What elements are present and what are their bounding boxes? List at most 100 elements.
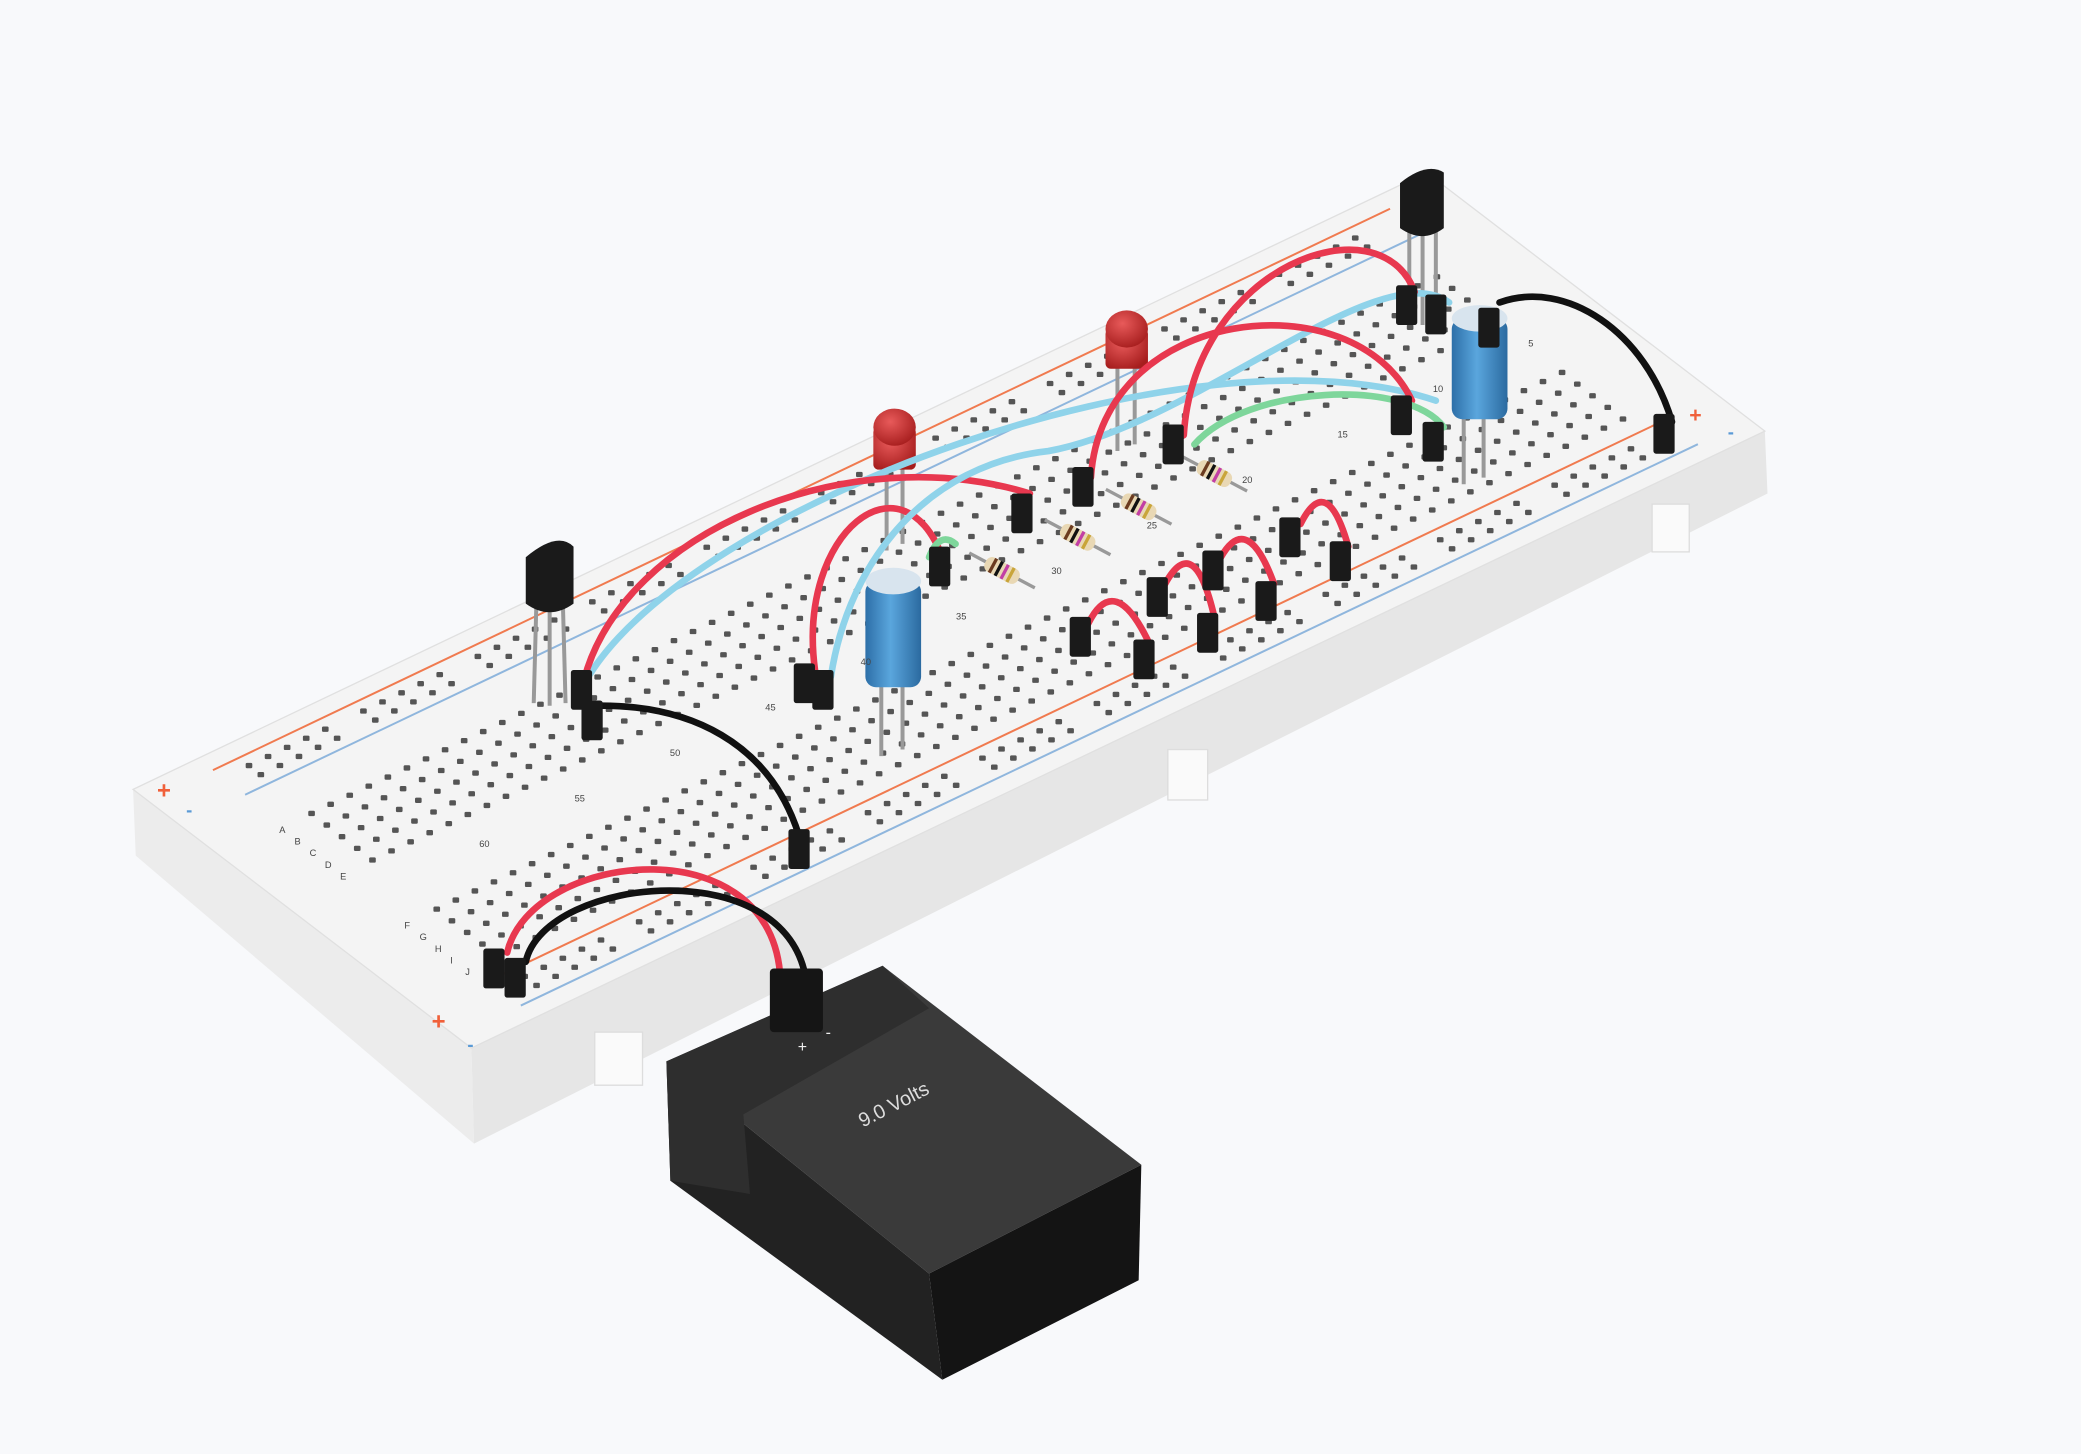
wire-red-mid[interactable] xyxy=(1087,321,1416,481)
hole xyxy=(314,744,322,750)
hole xyxy=(986,642,994,649)
hole xyxy=(1620,464,1628,470)
hole xyxy=(1028,698,1036,704)
hole xyxy=(1356,522,1364,529)
battery-wire-red[interactable] xyxy=(503,866,784,992)
column-number: 30 xyxy=(1051,566,1061,576)
jumper-red-3[interactable] xyxy=(1217,535,1278,588)
wire-green-right[interactable] xyxy=(1191,391,1448,448)
hole xyxy=(742,834,749,841)
hole xyxy=(704,900,712,907)
hole xyxy=(365,783,373,789)
rail-plus-label: + xyxy=(157,778,171,805)
hole xyxy=(1276,580,1283,586)
resistor xyxy=(1180,454,1248,493)
hole xyxy=(498,932,505,938)
hole xyxy=(433,906,441,912)
column-number: 50 xyxy=(670,748,680,758)
battery-side-face xyxy=(929,1164,1142,1380)
hole xyxy=(467,909,475,915)
transistor-left[interactable] xyxy=(525,540,574,706)
wire-plug xyxy=(483,948,505,989)
hole xyxy=(971,513,979,519)
hole xyxy=(1001,417,1009,423)
led-right[interactable] xyxy=(1105,310,1148,452)
hole xyxy=(1085,671,1093,677)
resistor-band xyxy=(1005,567,1016,583)
row-label: H xyxy=(435,944,442,954)
hole xyxy=(1284,609,1291,616)
hole xyxy=(1017,737,1024,743)
jumper-red-1[interactable] xyxy=(1084,598,1153,647)
wire-cyan-left[interactable] xyxy=(827,289,1453,680)
hole xyxy=(746,814,753,820)
wire-red-left[interactable] xyxy=(809,505,946,674)
hole xyxy=(1589,393,1596,399)
battery-connector[interactable] xyxy=(769,968,823,1033)
wire-black-right[interactable] xyxy=(1496,293,1676,426)
jumper-red-4[interactable] xyxy=(1297,499,1352,550)
hole xyxy=(1161,326,1168,332)
hole xyxy=(837,789,845,795)
hole xyxy=(1108,641,1116,647)
hole xyxy=(1017,665,1024,672)
capacitor-left[interactable] xyxy=(865,567,922,757)
hole xyxy=(1402,345,1410,351)
hole xyxy=(1258,637,1265,643)
hole xyxy=(589,907,597,913)
hole xyxy=(1570,402,1577,408)
hole xyxy=(658,580,665,587)
wire-black-left[interactable] xyxy=(588,702,803,840)
battery-wire-black[interactable] xyxy=(522,887,811,992)
hole xyxy=(647,928,655,934)
hole xyxy=(987,524,994,531)
hole xyxy=(727,823,734,829)
hole xyxy=(1372,582,1380,588)
hole xyxy=(276,762,284,769)
hole xyxy=(456,758,464,765)
hole xyxy=(841,768,849,774)
hole xyxy=(1269,409,1277,415)
hole xyxy=(605,824,612,830)
hole xyxy=(574,895,582,902)
hole xyxy=(479,728,487,735)
hole xyxy=(559,955,567,961)
hole xyxy=(1372,322,1380,328)
hole xyxy=(471,888,479,894)
hole xyxy=(1189,466,1196,472)
hole xyxy=(826,639,834,645)
hole xyxy=(677,571,684,578)
hole xyxy=(1520,387,1528,394)
hole xyxy=(952,734,959,741)
jumper-red-2[interactable] xyxy=(1161,560,1218,621)
row-label: E xyxy=(340,871,346,881)
power-rail-lines xyxy=(212,207,1699,1007)
hole xyxy=(990,716,997,722)
hole xyxy=(1104,661,1112,668)
hole xyxy=(925,690,933,697)
breadboard[interactable]: + + + - - - xyxy=(131,171,1768,1144)
wire-red-top[interactable] xyxy=(1180,246,1418,439)
wire-cyan-long[interactable] xyxy=(583,377,1440,683)
hole xyxy=(1368,460,1375,467)
wire-red-long[interactable] xyxy=(580,473,1034,683)
hole xyxy=(1169,593,1177,599)
hole xyxy=(967,651,975,658)
hole xyxy=(547,851,555,858)
column-number: 15 xyxy=(1338,430,1348,440)
hole xyxy=(1242,577,1249,583)
wire-plug xyxy=(1478,307,1500,348)
battery-9v[interactable]: 9.0 Volts + - xyxy=(666,965,1142,1380)
hole xyxy=(1493,438,1501,444)
hole xyxy=(1387,451,1394,457)
hole xyxy=(1379,493,1387,499)
hole xyxy=(1036,656,1043,663)
hole xyxy=(1277,628,1284,634)
hole xyxy=(598,748,605,754)
hole xyxy=(448,918,456,924)
hole xyxy=(1570,473,1578,479)
hole xyxy=(590,695,598,701)
hole xyxy=(669,850,677,856)
hole xyxy=(1291,497,1299,503)
